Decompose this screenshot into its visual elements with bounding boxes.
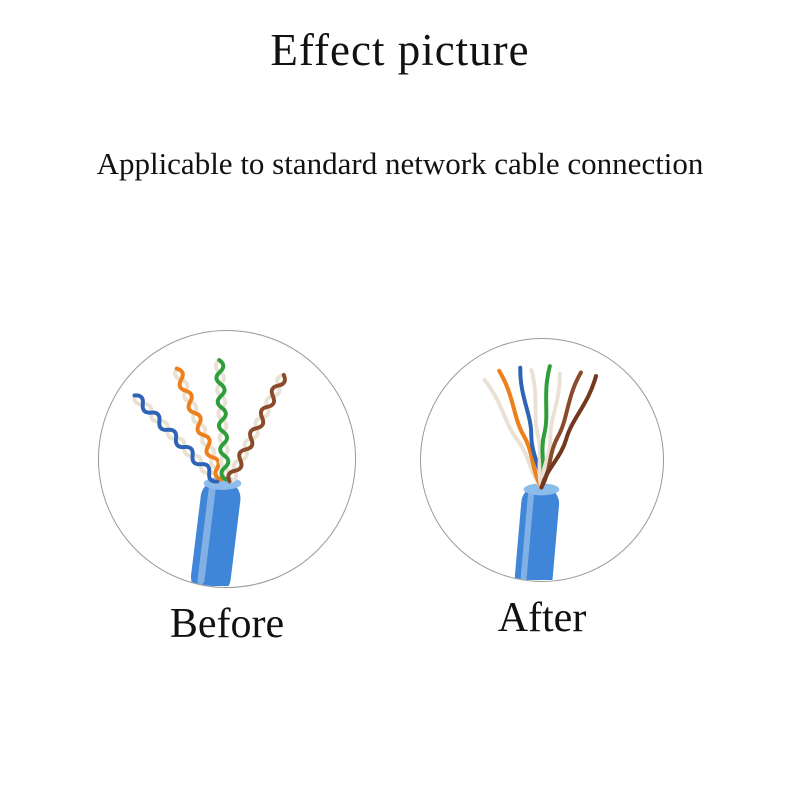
cable-jacket [514, 483, 560, 580]
jacket-body [514, 486, 560, 580]
jacket-highlight [197, 485, 216, 585]
wire-white [539, 371, 562, 490]
wire-blue [132, 393, 220, 484]
jacket-body [190, 480, 241, 586]
after-cable-illustration [482, 364, 598, 580]
wire-white [529, 368, 544, 490]
pair-orange [173, 366, 226, 482]
jacket-highlight [520, 491, 534, 580]
wire-brown [226, 372, 287, 484]
pair-green [213, 358, 231, 482]
before-photo [98, 330, 356, 588]
after-label: After [497, 595, 587, 641]
pair-brown [226, 372, 287, 484]
wire-green [214, 358, 231, 482]
page-title: Effect picture [270, 25, 530, 75]
twisted-pairs [132, 358, 287, 484]
before-cable-illustration [132, 358, 287, 586]
page-subtitle: Applicable to standard network cable con… [96, 146, 704, 181]
wire-brown-dark [539, 374, 598, 490]
wire-orange [497, 368, 544, 490]
untwisted-wires [482, 364, 598, 490]
wire-orange [174, 366, 224, 482]
wire-white [482, 378, 544, 490]
before-panel: Before [98, 330, 356, 648]
cable-jacket [190, 476, 242, 586]
pair-blue [132, 393, 220, 484]
after-panel: After [420, 338, 664, 642]
after-photo [420, 338, 664, 582]
before-label: Before [169, 601, 285, 647]
